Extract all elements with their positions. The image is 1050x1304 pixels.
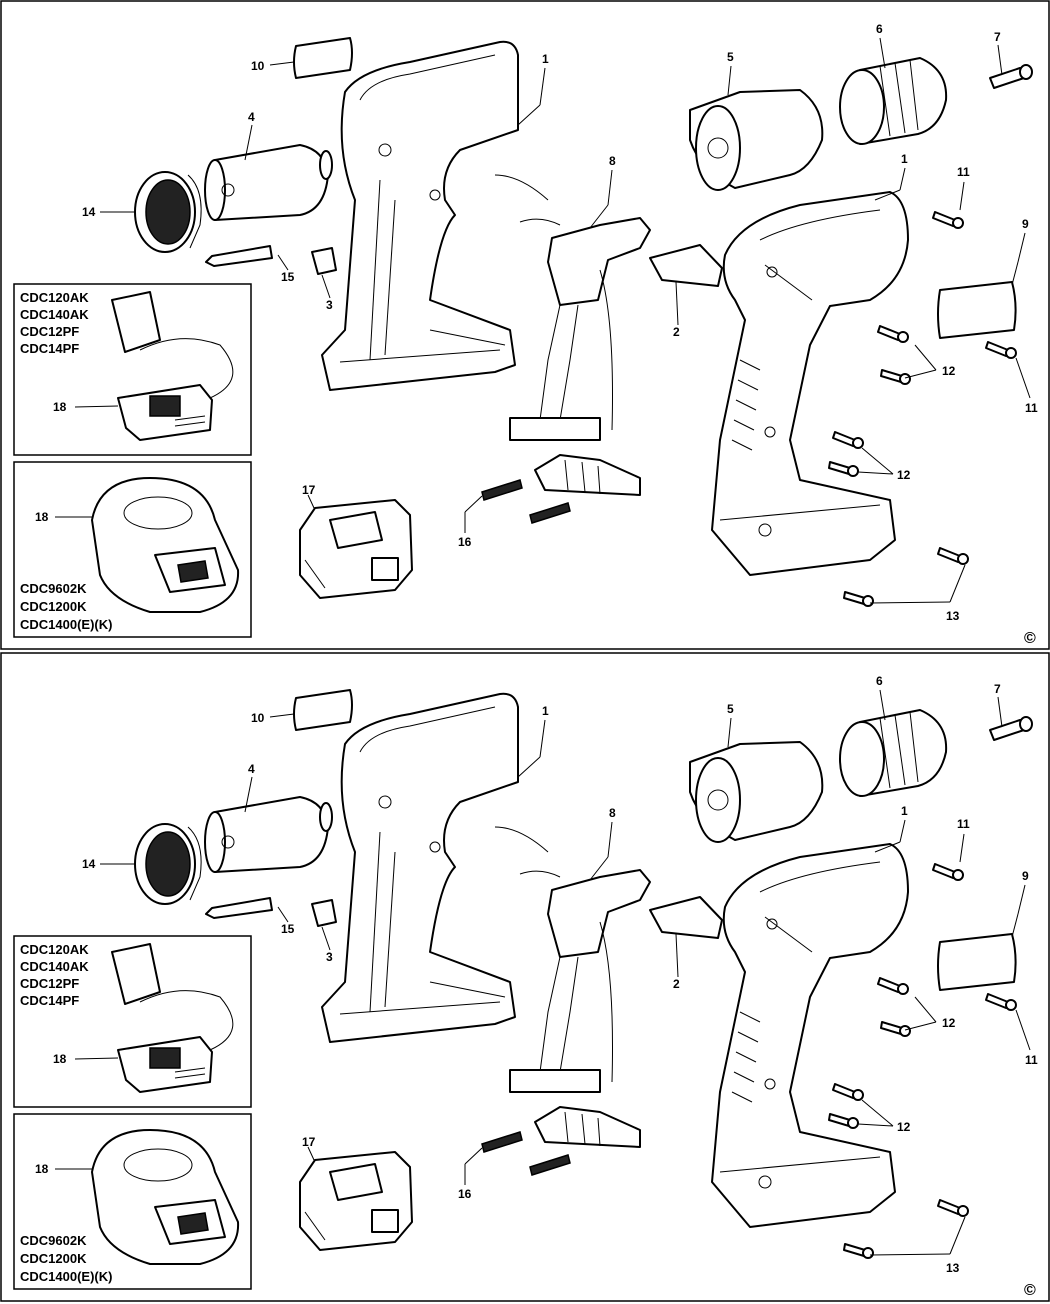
callout-18-top: 18 — [53, 1052, 67, 1066]
model-bottom-1: CDC9602K — [20, 1233, 87, 1248]
callout-17: 17 — [302, 483, 316, 497]
callout-11-right: 11 — [1025, 1053, 1038, 1067]
callout-3: 3 — [326, 950, 333, 964]
copyright-mark: © — [1024, 630, 1036, 647]
callout-8: 8 — [609, 154, 616, 168]
callout-12: 12 — [942, 364, 956, 378]
callout-12-lower: 12 — [897, 1120, 911, 1134]
model-top-3: CDC12PF — [20, 324, 79, 339]
callout-18-top: 18 — [53, 400, 67, 414]
copyright-mark: © — [1024, 1282, 1036, 1299]
model-top-1: CDC120AK — [20, 942, 89, 957]
callout-17: 17 — [302, 1135, 316, 1149]
callout-13: 13 — [946, 609, 960, 623]
callout-5: 5 — [727, 50, 734, 64]
callout-16: 16 — [458, 535, 472, 549]
callout-3: 3 — [326, 298, 333, 312]
panel-top — [0, 0, 1050, 650]
callout-7: 7 — [994, 682, 1001, 696]
callout-1: 1 — [542, 704, 549, 718]
callout-2: 2 — [673, 977, 680, 991]
callout-10: 10 — [251, 711, 265, 725]
callout-15: 15 — [281, 922, 295, 936]
model-top-3: CDC12PF — [20, 976, 79, 991]
panel-top-labels: 10 1 4 5 6 7 8 1 11 9 14 15 3 2 12 11 12… — [20, 22, 1038, 647]
panel-bottom-labels: 10 1 4 5 6 7 8 1 11 9 14 15 3 2 12 11 12… — [20, 674, 1038, 1299]
callout-4: 4 — [248, 110, 255, 124]
callout-2: 2 — [673, 325, 680, 339]
callout-7: 7 — [994, 30, 1001, 44]
callout-11-right: 11 — [1025, 401, 1038, 415]
callout-18-bottom: 18 — [35, 510, 49, 524]
callout-14: 14 — [82, 205, 96, 219]
callout-1-right: 1 — [901, 152, 908, 166]
callout-14: 14 — [82, 857, 96, 871]
callout-12-lower: 12 — [897, 468, 911, 482]
model-bottom-1: CDC9602K — [20, 581, 87, 596]
model-top-4: CDC14PF — [20, 341, 79, 356]
callout-9: 9 — [1022, 217, 1029, 231]
callout-12: 12 — [942, 1016, 956, 1030]
model-top-2: CDC140AK — [20, 307, 89, 322]
model-bottom-2: CDC1200K — [20, 1251, 87, 1266]
callout-4: 4 — [248, 762, 255, 776]
callout-11: 11 — [957, 817, 970, 831]
callout-9: 9 — [1022, 869, 1029, 883]
model-top-1: CDC120AK — [20, 290, 89, 305]
callout-1: 1 — [542, 52, 549, 66]
callout-16: 16 — [458, 1187, 472, 1201]
callout-18-bottom: 18 — [35, 1162, 49, 1176]
callout-5: 5 — [727, 702, 734, 716]
callout-15: 15 — [281, 270, 295, 284]
model-top-2: CDC140AK — [20, 959, 89, 974]
panel-bottom — [0, 652, 1050, 1302]
model-top-4: CDC14PF — [20, 993, 79, 1008]
callout-6: 6 — [876, 22, 883, 36]
model-bottom-2: CDC1200K — [20, 599, 87, 614]
callout-11: 11 — [957, 165, 970, 179]
model-bottom-3: CDC1400(E)(K) — [20, 1269, 112, 1284]
callout-8: 8 — [609, 806, 616, 820]
callout-6: 6 — [876, 674, 883, 688]
callout-13: 13 — [946, 1261, 960, 1275]
callout-10: 10 — [251, 59, 265, 73]
callout-1-right: 1 — [901, 804, 908, 818]
model-bottom-3: CDC1400(E)(K) — [20, 617, 112, 632]
